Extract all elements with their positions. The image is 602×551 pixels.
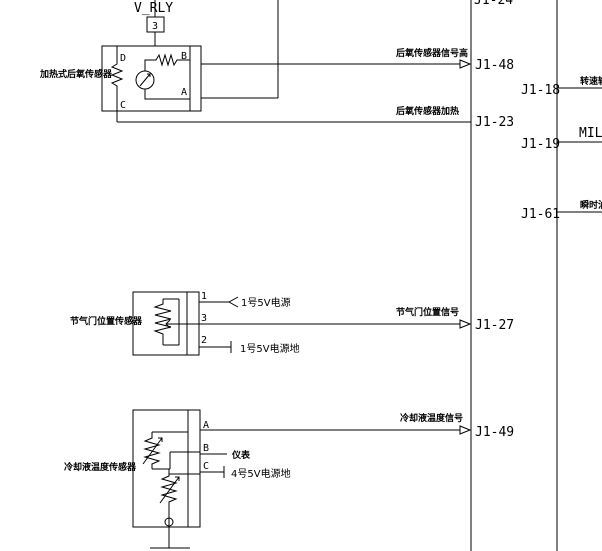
tps-pin1-label: 1号5V电源 [241, 296, 291, 309]
connector-j1-18: J1-18 [521, 83, 560, 98]
connector-j1-23: J1-23 [475, 115, 514, 130]
ect-pinB-label: 仪表 [231, 449, 251, 461]
connector-j1-49: J1-49 [475, 425, 514, 440]
connector-j1-27: J1-27 [475, 318, 514, 333]
tps-pin1-arrow [227, 296, 239, 308]
tps-signal-label: 节气门位置信号 [396, 306, 459, 318]
svg-text:C: C [120, 100, 126, 111]
ect-ground-node [164, 517, 174, 527]
o2-sensor-body [101, 45, 202, 112]
right-label-speed: 转速输 [580, 75, 602, 87]
tps-sensor-name: 节气门位置传感器 [70, 315, 143, 327]
top-connector-partial: J1-24 [474, 0, 513, 8]
svg-text:2: 2 [201, 335, 207, 346]
relay-pin-number: 3 [152, 21, 158, 32]
ect-thermistor-lower-icon [160, 469, 178, 508]
svg-text:C: C [203, 461, 209, 472]
arrow-j1-48 [459, 59, 472, 69]
ect-signal-label: 冷却液温度信号 [400, 412, 463, 424]
o2-heater-label: 后氧传感器加热 [396, 105, 459, 117]
ect-pinC-label: 4号5V电源地 [231, 467, 291, 480]
o2-signal-label: 后氧传感器信号高 [396, 47, 468, 59]
o2-sensor-name: 加热式后氧传感器 [39, 68, 113, 80]
svg-text:A: A [181, 87, 187, 98]
right-label-mil: MIL [579, 126, 602, 141]
svg-text:B: B [203, 443, 209, 454]
tps-potentiometer-icon [153, 299, 172, 345]
connector-j1-48: J1-48 [475, 58, 514, 73]
svg-text:1: 1 [201, 291, 207, 302]
right-label-fuel: 瞬时油 [580, 199, 602, 211]
heater-resistor-icon [110, 56, 124, 96]
svg-text:D: D [120, 53, 126, 64]
connector-j1-61: J1-61 [521, 207, 560, 222]
tps-pin2-label: 1号5V电源地 [240, 342, 300, 355]
ect-sensor-body [132, 409, 201, 528]
connector-j1-19: J1-19 [521, 137, 560, 152]
relay-label: V_RLY [134, 1, 173, 16]
arrow-j1-27 [459, 319, 472, 329]
svg-text:B: B [181, 51, 187, 62]
ect-thermistor-upper-icon [143, 432, 161, 469]
svg-text:3: 3 [201, 313, 207, 324]
svg-text:A: A [203, 420, 209, 431]
arrow-j1-49 [459, 425, 472, 435]
ect-sensor-name: 冷却液温度传感器 [64, 461, 137, 473]
